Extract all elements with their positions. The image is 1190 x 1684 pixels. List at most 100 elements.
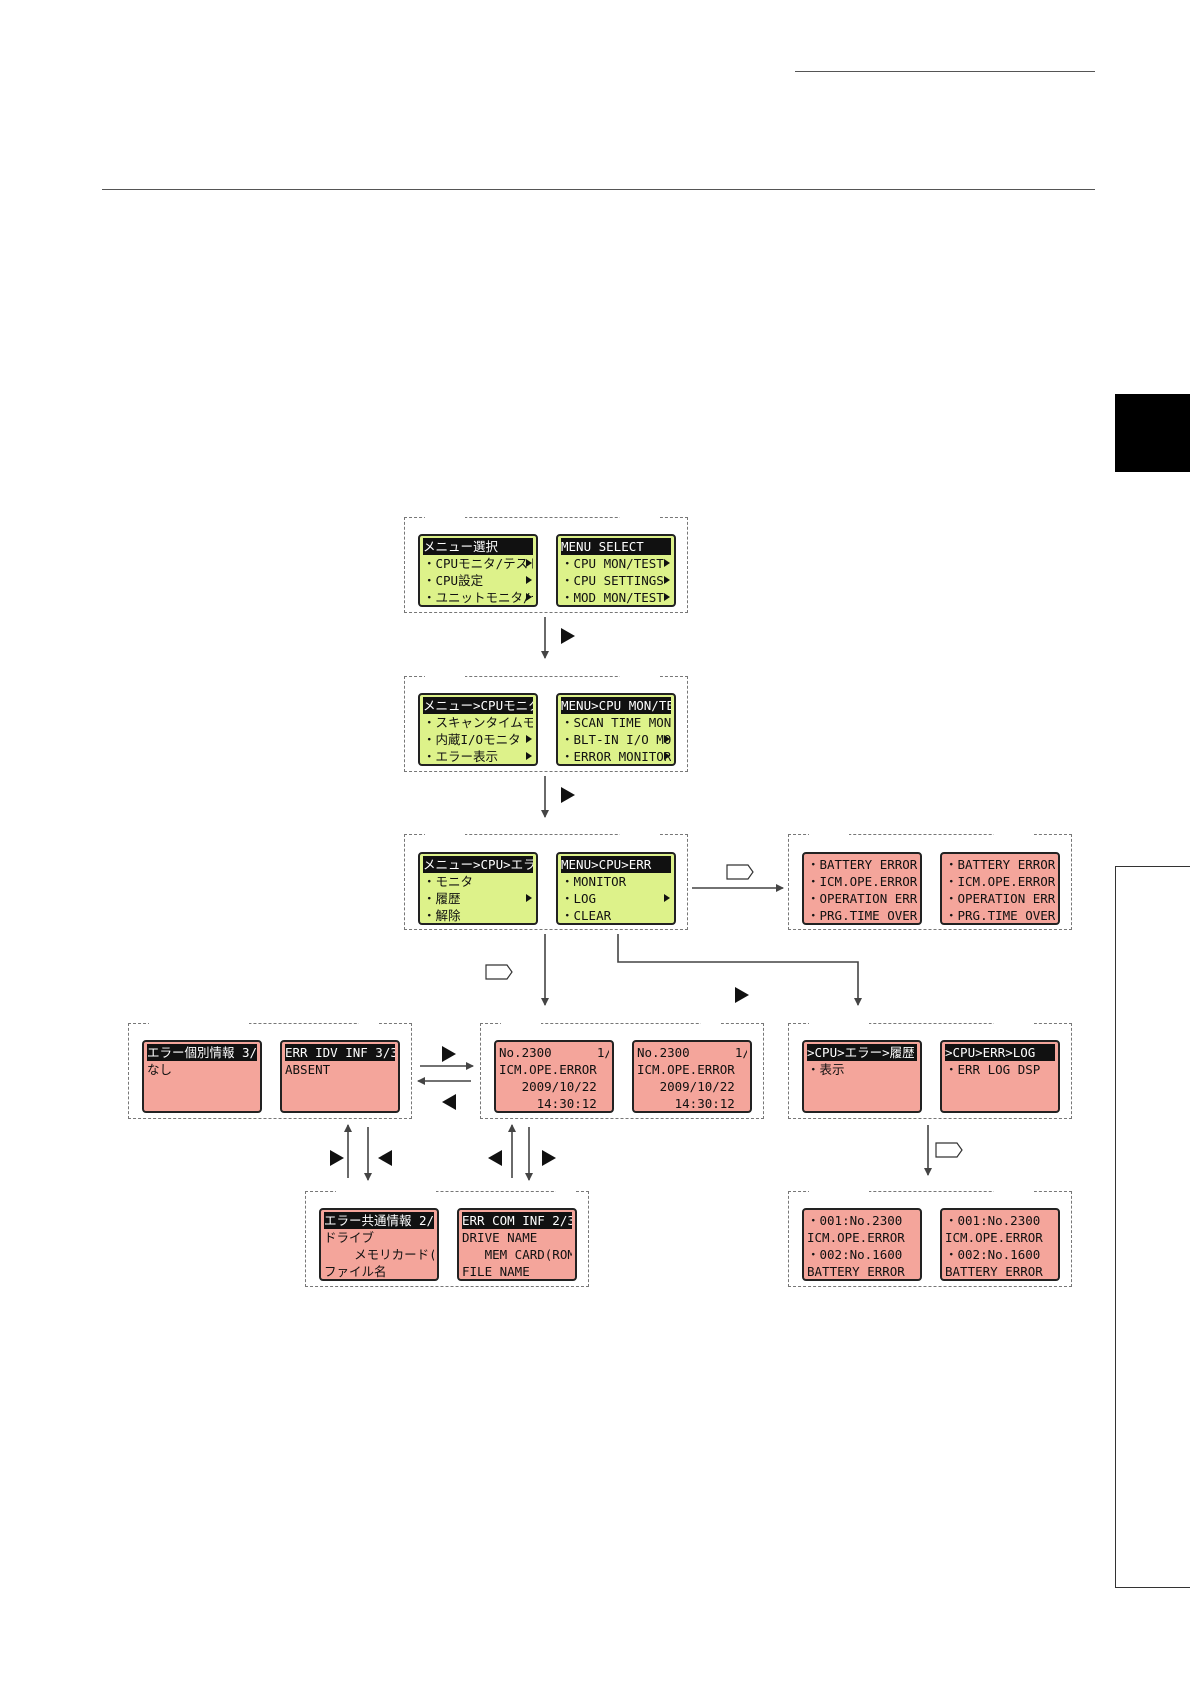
submenu-arrow-icon (664, 735, 670, 743)
lcd-title: >CPU>エラー>履歴 (807, 1044, 917, 1061)
menu-item-builtin-io[interactable]: ・BLT-IN I/O MON (561, 732, 671, 747)
lcd-title: ERR COM INF 2/3↓ (462, 1212, 572, 1229)
log-entry: ・001:No.2300 (945, 1213, 1041, 1228)
menu-item-scan-time[interactable]: ・スキャンタイムモニタ (423, 715, 533, 730)
lcd-error-monitor-en: No.2300 1/3 ICM.OPE.ERROR 2009/10/22 14:… (632, 1040, 752, 1113)
lcd-title: ERR IDV INF 3/3 (285, 1044, 395, 1061)
index-tab-top (1115, 866, 1190, 867)
lcd-common-info-jp: エラー共通情報 2/3↓ ドライブ メモリカード(ROM) ファイル名 (319, 1208, 439, 1281)
lcd-title: メニュー>CPU>エラー表示 (423, 856, 533, 873)
submenu-arrow-icon (526, 735, 532, 743)
lcd-error-monitor-jp: No.2300 1/3 ICM.OPE.ERROR 2009/10/22 14:… (494, 1040, 614, 1113)
common-info-group (305, 1190, 589, 1287)
right-key-icon (542, 1150, 556, 1166)
lcd-title: メニュー選択 (423, 538, 533, 555)
submenu-arrow-icon (664, 576, 670, 584)
menu-item-mod-mon[interactable]: ・ユニットモニタ/テスト (423, 590, 533, 605)
error-message: ICM.OPE.ERROR (637, 1062, 735, 1077)
log-display-group (788, 1190, 1072, 1287)
lcd-title: エラー共通情報 2/3↓ (324, 1212, 434, 1229)
lcd-individual-info-jp: エラー個別情報 3/3 なし (142, 1040, 262, 1113)
arrow-error-to-log (617, 934, 862, 1006)
clear-item[interactable]: ・BATTERY ERROR (807, 857, 917, 872)
error-time: 14:30:12 (499, 1096, 597, 1111)
lcd-title: MENU SELECT (561, 538, 671, 555)
lcd-error-menu-jp: メニュー>CPU>エラー表示 ・モニタ ・履歴 ・解除 (418, 852, 538, 925)
clear-item[interactable]: ・PRG.TIME OVER (945, 908, 1055, 923)
clear-item[interactable]: ・OPERATION ERROR (807, 891, 917, 906)
error-date: 2009/10/22 (499, 1079, 597, 1094)
log-entry-message: BATTERY ERROR (945, 1264, 1043, 1279)
menu-item-error-monitor[interactable]: ・ERROR MONITOR (561, 749, 671, 764)
individual-info-group (128, 1022, 412, 1119)
lcd-error-clear-jp: ・BATTERY ERROR ・ICM.OPE.ERROR ・OPERATION… (802, 852, 922, 925)
menu-select-group (404, 516, 688, 613)
right-key-icon (442, 1046, 456, 1062)
lcd-common-info-en: ERR COM INF 2/3↓ DRIVE NAME MEM CARD(ROM… (457, 1208, 577, 1281)
menu-item-log-display[interactable]: ・ERR LOG DSP (945, 1062, 1041, 1077)
submenu-arrow-icon (526, 576, 532, 584)
lcd-menu-select-jp: メニュー選択 ・CPUモニタ/テスト ・CPU設定 ・ユニットモニタ/テスト (418, 534, 538, 607)
chapter-tab (1115, 394, 1190, 472)
menu-item-log[interactable]: ・LOG (561, 890, 671, 907)
lcd-title: メニュー>CPUモニタ/テスト (423, 697, 533, 714)
lcd-title: MENU>CPU>ERR (561, 856, 671, 873)
lcd-title: MENU>CPU MON/TES (561, 697, 671, 714)
ok-key-icon (726, 864, 754, 880)
menu-item-log-display[interactable]: ・表示 (807, 1062, 845, 1077)
right-key-icon (330, 1150, 344, 1166)
menu-item-builtin-io[interactable]: ・内蔵I/Oモニタ (423, 731, 533, 748)
submenu-arrow-icon (664, 752, 670, 760)
submenu-arrow-icon (526, 559, 532, 567)
clear-item[interactable]: ・BATTERY ERROR (945, 857, 1055, 872)
clear-item[interactable]: ・ICM.OPE.ERROR (945, 874, 1055, 889)
error-message: ICM.OPE.ERROR (499, 1062, 597, 1077)
submenu-arrow-icon (526, 752, 532, 760)
clear-item[interactable]: ・OPERATION ERROR (945, 891, 1055, 906)
lcd-title: >CPU>ERR>LOG (945, 1044, 1055, 1061)
header-rule (102, 189, 1095, 190)
error-number: No.2300 1/3 (499, 1045, 609, 1060)
error-monitor-group (404, 833, 688, 930)
lcd-error-log-en: >CPU>ERR>LOG ・ERR LOG DSP (940, 1040, 1060, 1113)
menu-item-cpu-mon[interactable]: ・CPUモニタ/テスト (423, 556, 533, 571)
menu-item-cpu-settings[interactable]: ・CPU SETTINGS (561, 572, 671, 589)
menu-item-cpu-mon[interactable]: ・CPU MON/TEST (561, 555, 671, 572)
menu-item-scan-time[interactable]: ・SCAN TIME MON (561, 715, 671, 730)
lcd-menu-select-en: MENU SELECT ・CPU MON/TEST ・CPU SETTINGS … (556, 534, 676, 607)
error-log-group (788, 1022, 1072, 1119)
right-key-icon (735, 987, 749, 1003)
ok-key-icon (485, 964, 513, 980)
submenu-arrow-icon (664, 593, 670, 601)
clear-item[interactable]: ・ICM.OPE.ERROR (807, 874, 917, 889)
header-short-rule (795, 71, 1095, 72)
lcd-error-clear-en: ・BATTERY ERROR ・ICM.OPE.ERROR ・OPERATION… (940, 852, 1060, 925)
menu-item-log[interactable]: ・履歴 (423, 890, 533, 907)
log-entry-message: BATTERY ERROR (807, 1264, 905, 1279)
info-value: MEM CARD(ROM) (462, 1247, 572, 1262)
submenu-arrow-icon (526, 894, 532, 902)
lcd-log-display-en: ・001:No.2300 ICM.OPE.ERROR ・002:No.1600 … (940, 1208, 1060, 1281)
error-date: 2009/10/22 (637, 1079, 735, 1094)
info-label: ファイル名 (324, 1264, 387, 1279)
clear-item[interactable]: ・PRG.TIME OVER (807, 908, 917, 923)
menu-item-error-monitor[interactable]: ・エラー表示 (423, 748, 533, 764)
index-tab-bottom (1115, 1587, 1190, 1588)
lcd-log-display-jp: ・001:No.2300 ICM.OPE.ERROR ・002:No.1600 … (802, 1208, 922, 1281)
info-label: FILE NAME (462, 1264, 530, 1279)
submenu-arrow-icon (526, 593, 532, 601)
ok-key-icon (935, 1142, 963, 1158)
menu-item-monitor[interactable]: ・モニタ (423, 874, 474, 889)
lcd-error-menu-en: MENU>CPU>ERR ・MONITOR ・LOG ・CLEAR (556, 852, 676, 925)
info-value: ABSENT (285, 1062, 331, 1077)
lcd-title: エラー個別情報 3/3 (147, 1044, 257, 1061)
menu-item-cpu-settings[interactable]: ・CPU設定 (423, 572, 533, 589)
log-entry: ・002:No.1600 (945, 1247, 1041, 1262)
left-key-icon (442, 1094, 456, 1110)
menu-item-clear[interactable]: ・CLEAR (561, 908, 612, 923)
menu-item-monitor[interactable]: ・MONITOR (561, 874, 627, 889)
menu-item-mod-mon[interactable]: ・MOD MON/TEST (561, 589, 671, 605)
submenu-arrow-icon (664, 559, 670, 567)
menu-item-clear[interactable]: ・解除 (423, 908, 461, 923)
